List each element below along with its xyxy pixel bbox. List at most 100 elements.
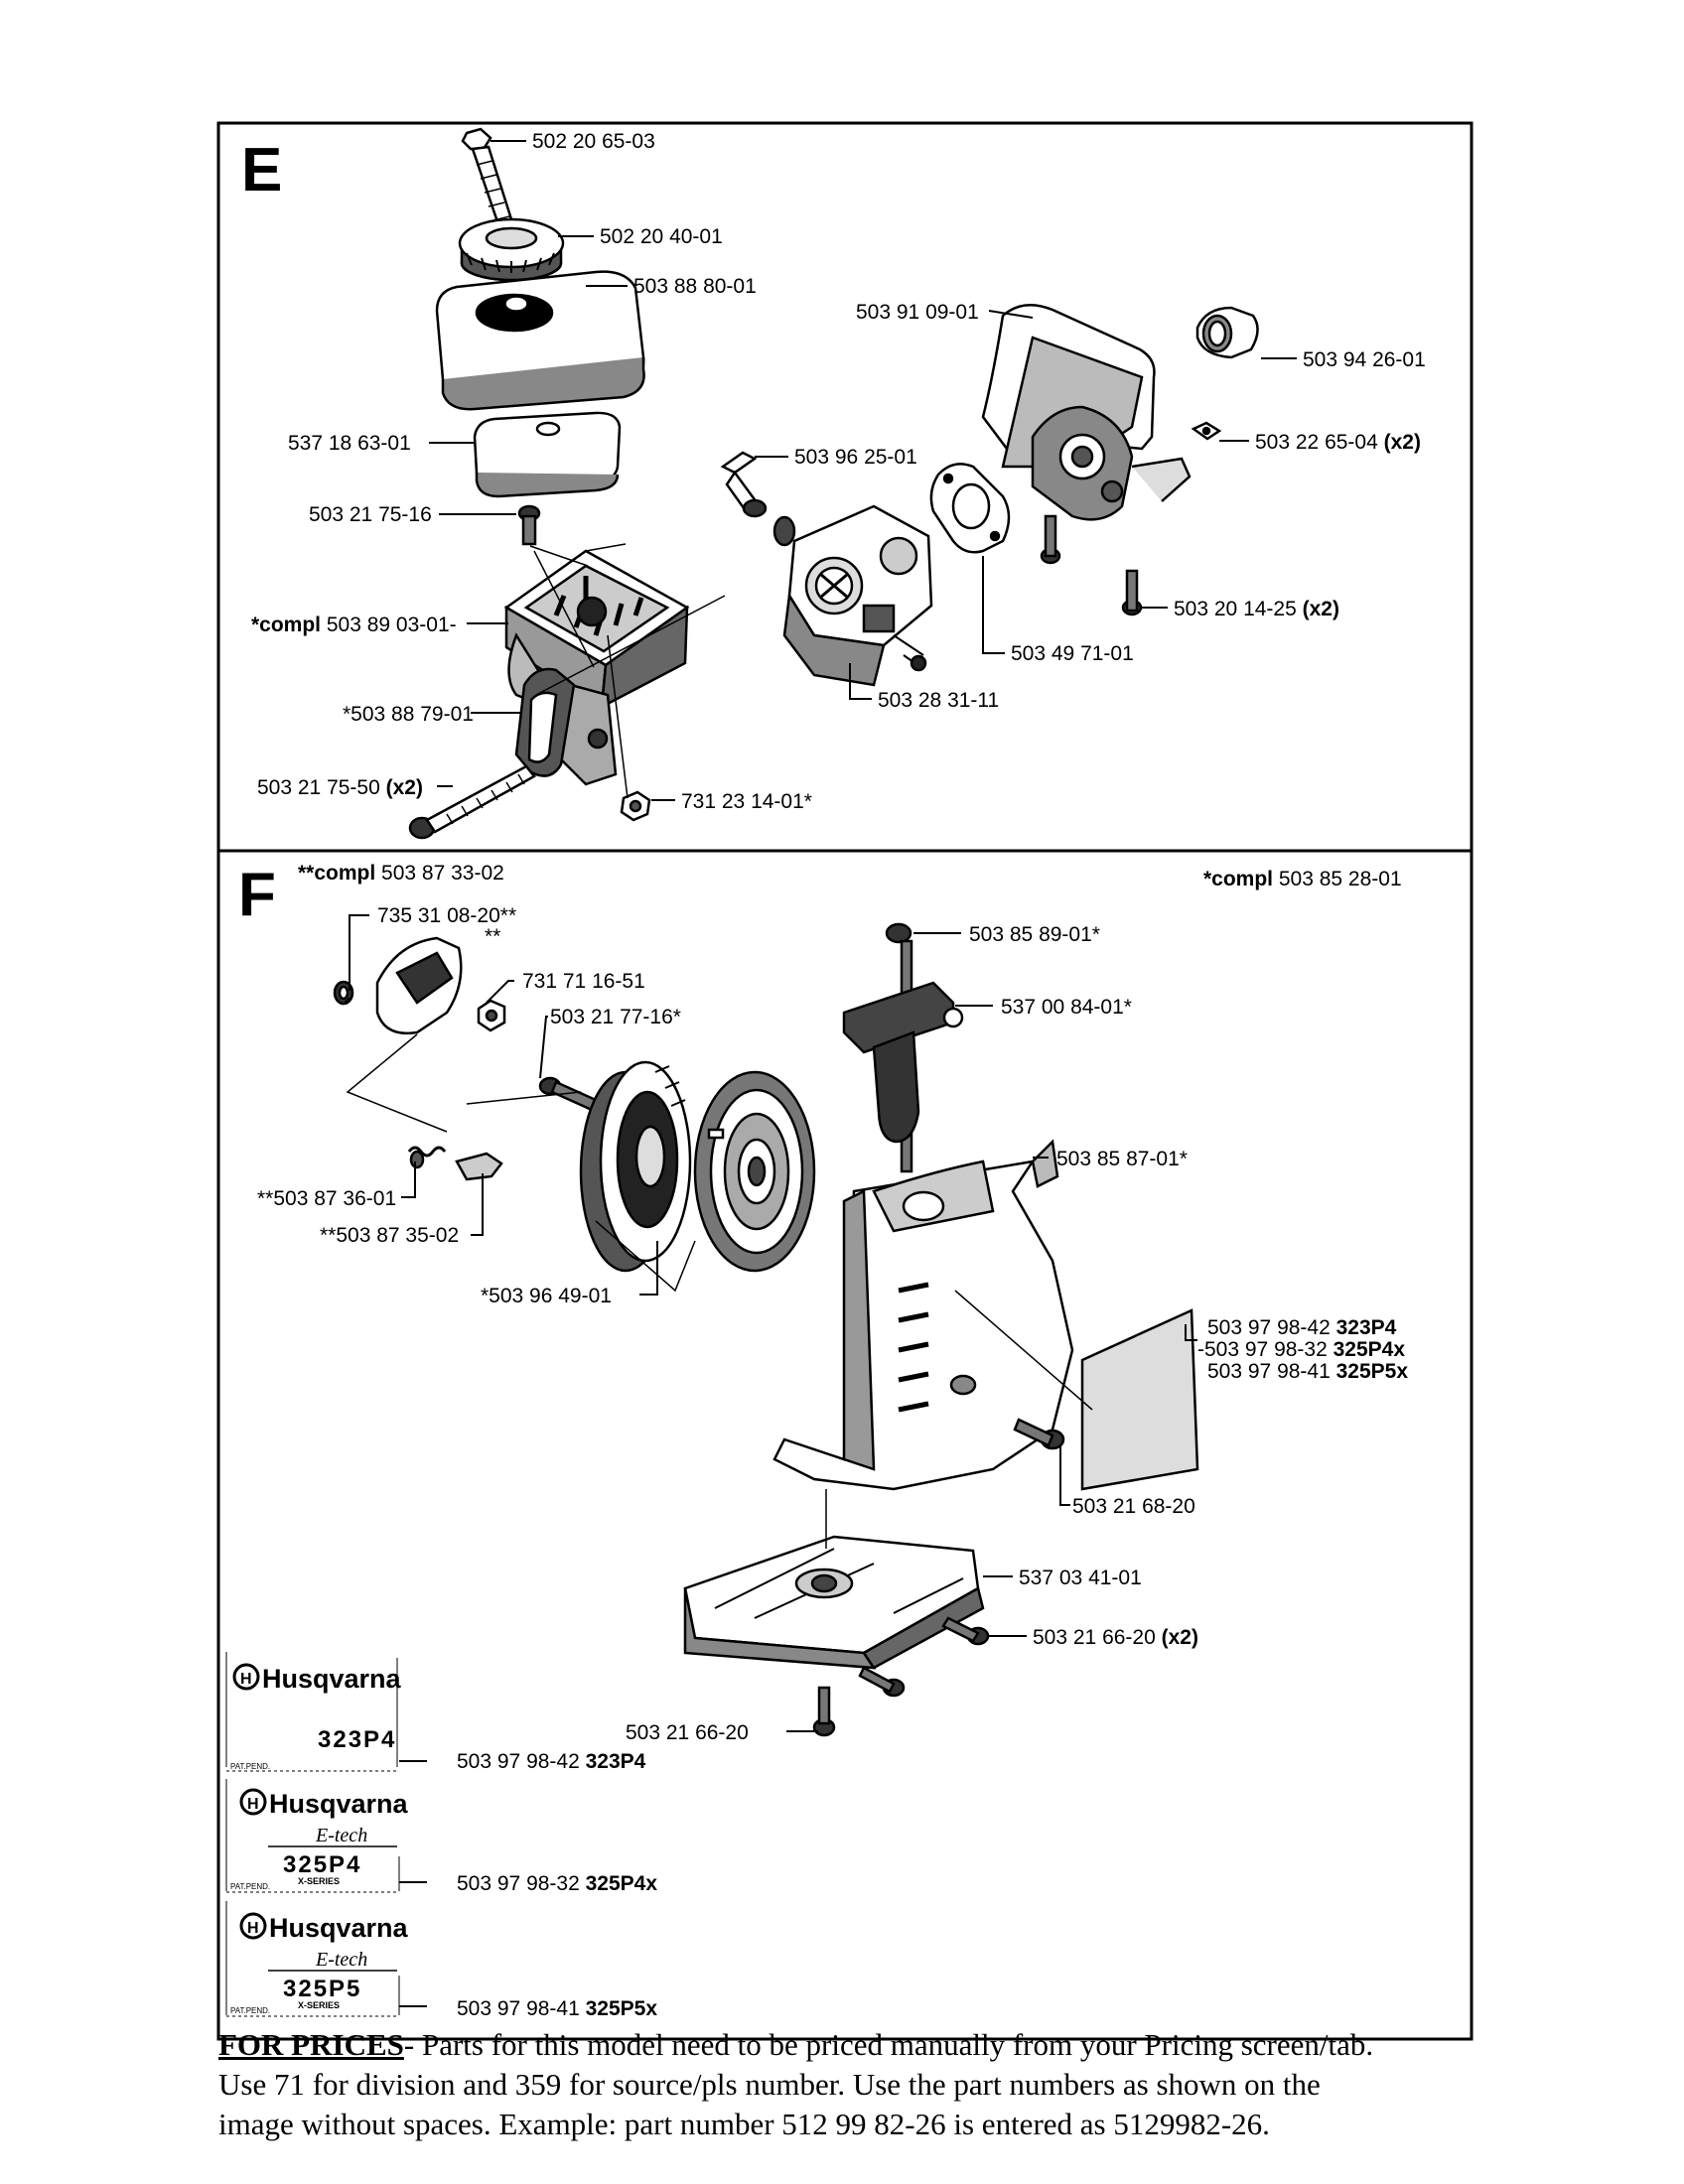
part-label: 503 21 77-16* [550, 1006, 681, 1028]
screw-503-21-66-20-b [858, 1666, 906, 1698]
husqvarna-logo-icon: H [239, 1788, 267, 1816]
part-label: 503 20 14-25 (x2) [1174, 598, 1339, 620]
decal-part-label: 503 97 98-42 323P4 [457, 1750, 646, 1773]
diagram-frame [216, 121, 1474, 2041]
knob-502-20-40-01 [458, 217, 565, 282]
cap-503-94-26-01 [1195, 306, 1259, 359]
part-label: 502 20 40-01 [600, 225, 723, 248]
part-label: 503 97 98-41 325P5x [1207, 1360, 1408, 1383]
decal-pat: PAT.PEND. [230, 1882, 270, 1891]
part-label: 537 00 84-01* [1001, 996, 1132, 1019]
screw-503-21-66-20-a [941, 1616, 990, 1646]
decal-tagline: E-tech [315, 1949, 367, 1971]
section-f-label: F [238, 861, 276, 929]
decal-pat: PAT.PEND. [230, 1762, 270, 1771]
decal-323p4: H Husqvarna 323P4 PAT.PEND. 503 97 98-42… [225, 1652, 646, 1773]
decal-325p4: H Husqvarna E-tech 325P4 X-SERIES PAT.PE… [225, 1779, 657, 1895]
section-f-labels: **compl 503 87 33-02 *compl 503 85 28-01… [257, 862, 1408, 1744]
pricing-note-text-1: - Parts for this model need to be priced… [403, 2027, 1374, 2062]
decal-part-label: 503 97 98-32 325P4x [457, 1872, 657, 1895]
decal-series: X-SERIES [298, 1876, 340, 1886]
carburetor-assembly [720, 303, 1259, 687]
part-label: 537 18 63-01 [288, 432, 411, 455]
compl-label-right: *compl 503 85 28-01 [1203, 868, 1402, 890]
svg-text:H: H [247, 1796, 259, 1813]
svg-text:H: H [247, 1920, 259, 1937]
air-filter-assembly [408, 127, 726, 840]
decal-325p5: H Husqvarna E-tech 325P5 X-SERIES PAT.PE… [225, 1901, 657, 2020]
part-label: 503 22 65-04 (x2) [1255, 431, 1421, 454]
shroud-503-91-09-01 [981, 303, 1192, 521]
screw-503-21-68-20 [1013, 1418, 1065, 1450]
part-label: 503 96 25-01 [794, 446, 917, 469]
pricing-note-line-2: Use 71 for division and 359 for source/p… [218, 2067, 1321, 2102]
part-label: 537 03 41-01 [1019, 1567, 1142, 1589]
decal-model: 323P4 [318, 1726, 396, 1753]
part-label: 503 85 89-01* [969, 923, 1100, 946]
part-label: **503 87 35-02 [320, 1224, 459, 1247]
part-label: ** [485, 925, 500, 948]
decal-series: X-SERIES [298, 2000, 340, 2010]
screw-503-21-75-16 [517, 504, 541, 546]
part-label: *503 88 79-01 [343, 703, 474, 726]
screw-503-20-14-25-b [1121, 569, 1143, 616]
decal-tagline: E-tech [315, 1825, 367, 1846]
starter-housing-503-85-87-01 [772, 1139, 1074, 1491]
pricing-note-heading: FOR PRICES [218, 2027, 404, 2062]
pawl-503-87-35-02 [455, 1152, 503, 1181]
leader-lines [349, 140, 1297, 1732]
part-label: *503 96 49-01 [481, 1285, 612, 1307]
part-label: 731 23 14-01* [681, 790, 812, 813]
starter-assembly [333, 922, 1199, 1737]
husqvarna-logo-icon: H [232, 1663, 260, 1691]
part-label: 503 88 80-01 [633, 275, 757, 298]
base-plate-537-03-41-01 [683, 1535, 985, 1670]
part-label: 503 28 31-11 [878, 689, 999, 712]
decal-part-label: 503 97 98-41 325P5x [457, 1997, 657, 2020]
part-label: 503 21 75-16 [309, 503, 432, 526]
pulley-503-96-49-01 [579, 1060, 692, 1273]
decal-brand: Husqvarna [269, 1913, 409, 1943]
part-label: 503 21 75-50 (x2) [257, 776, 423, 799]
part-label: 503 91 09-01 [856, 301, 979, 324]
carburetor-503-28-31-11 [772, 504, 933, 687]
part-label: 503 97 98-42 323P4 [1207, 1316, 1397, 1339]
decal-model: 325P4 [283, 1851, 361, 1878]
compl-label-left: **compl 503 87 33-02 [298, 862, 504, 885]
handle-537-00-84-01 [842, 981, 964, 1144]
pricing-note-line-3: image without spaces. Example: part numb… [218, 2107, 1270, 2141]
filter-element-537-18-63-01 [473, 411, 622, 498]
decal-pat: PAT.PEND. [230, 2006, 270, 2015]
pricing-note-line-1: FOR PRICES- Parts for this model need to… [218, 2025, 1628, 2065]
section-e-labels: 502 20 65-03 502 20 40-01 503 88 80-01 5… [251, 130, 1426, 813]
pricing-note: FOR PRICES- Parts for this model need to… [218, 2025, 1628, 2144]
screw-503-20-14-25-a [1040, 514, 1061, 565]
part-label: *compl 503 89 03-01- [251, 614, 457, 636]
spacer-503-22-65-04 [1191, 421, 1222, 441]
decal-brand: Husqvarna [262, 1664, 402, 1694]
part-label: 503 21 66-20 [626, 1721, 749, 1744]
svg-text:H: H [240, 1671, 252, 1688]
section-e-label: E [241, 136, 282, 205]
nut-731-71-16-51 [477, 999, 506, 1032]
screw-503-21-75-50 [408, 764, 536, 840]
decal-model: 325P5 [283, 1976, 361, 2002]
choke-lever-503-96-25-01 [720, 451, 768, 518]
part-label: **503 87 36-01 [257, 1187, 396, 1210]
pawl-plate [375, 936, 463, 1035]
part-label: -503 97 98-32 325P4x [1197, 1338, 1405, 1361]
nut-731-23-14-01 [620, 790, 651, 822]
husqvarna-logo-icon: H [239, 1912, 267, 1940]
part-label: 503 21 66-20 (x2) [1033, 1626, 1198, 1649]
screw-503-21-66-20-c [812, 1686, 836, 1737]
gasket-503-49-71-01 [929, 463, 1011, 554]
recoil-spring [693, 1070, 816, 1273]
part-label: 503 85 87-01* [1056, 1148, 1188, 1170]
part-label: 731 71 16-51 [522, 970, 645, 993]
decal-panel [1080, 1308, 1199, 1491]
part-label: 735 31 08-20** [377, 904, 516, 927]
part-label: 502 20 65-03 [532, 130, 655, 153]
filter-cover-503-88-80-01 [435, 270, 645, 411]
part-label: 503 21 68-20 [1072, 1495, 1195, 1518]
